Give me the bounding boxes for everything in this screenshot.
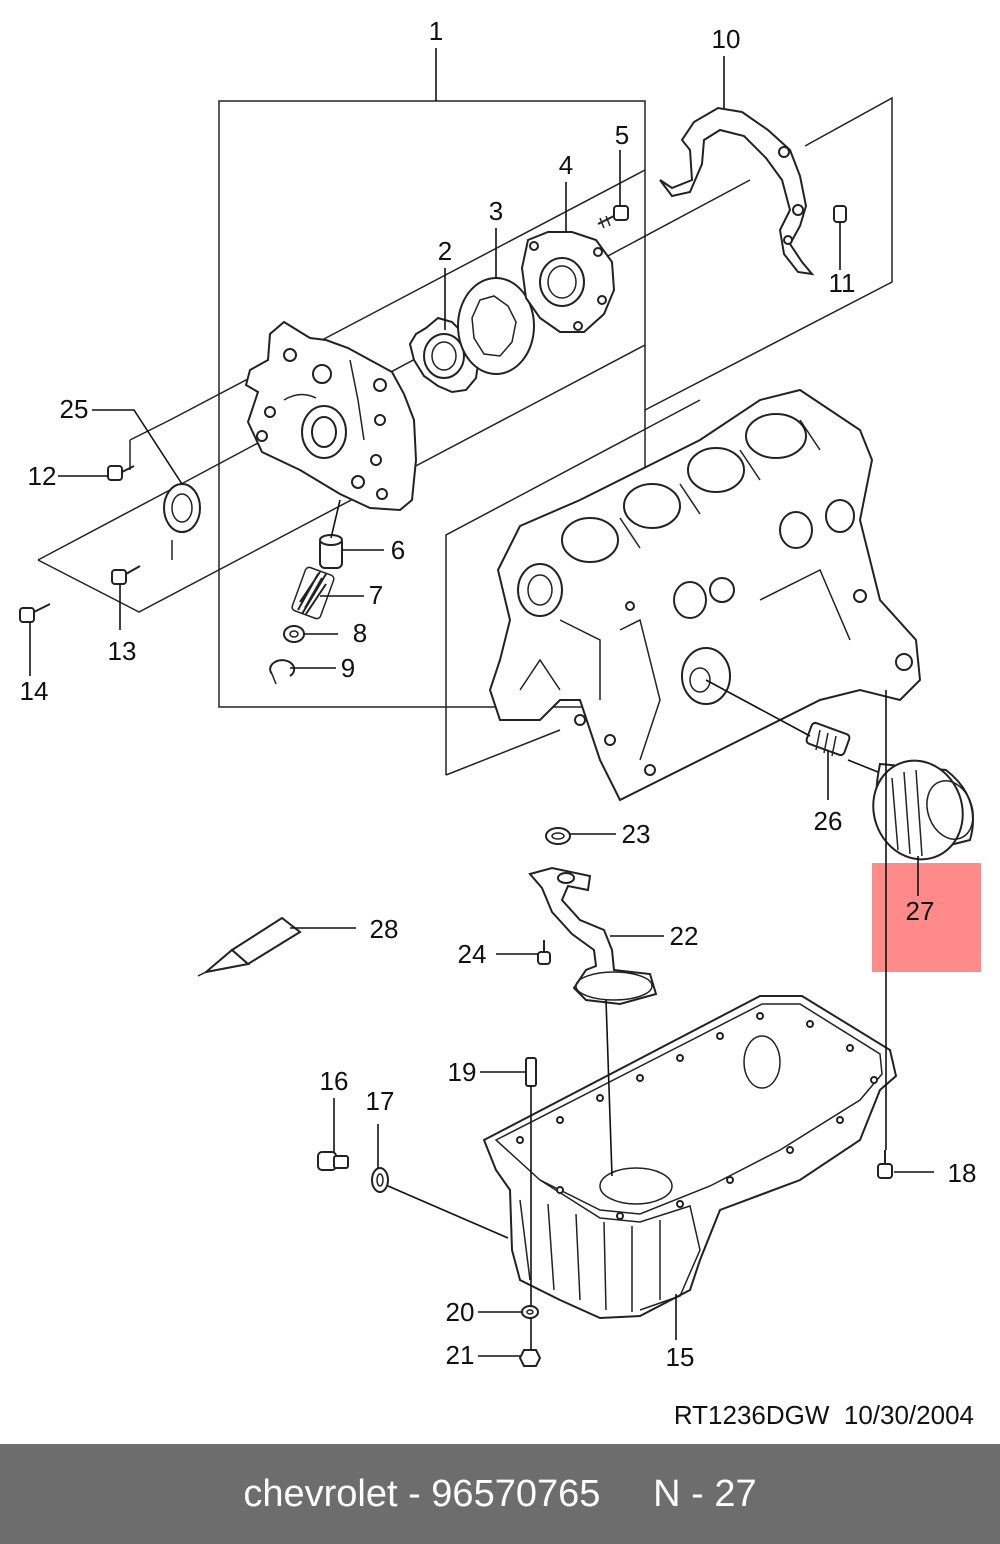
callout-27: 27 — [906, 896, 935, 926]
o-ring — [545, 827, 571, 845]
pump-cover — [520, 231, 616, 333]
crankshaft-seal — [163, 483, 201, 533]
callout-1: 1 — [429, 16, 443, 46]
callout-13: 13 — [108, 636, 137, 666]
callout-2: 2 — [438, 236, 452, 266]
callout-9: 9 — [341, 653, 355, 683]
oil-pump-group — [37, 100, 751, 708]
dowel-pin — [833, 205, 847, 223]
diagram-reference: RT1236DGW 10/30/2004 — [674, 1400, 974, 1430]
callout-14: 14 — [20, 676, 49, 706]
callout-26: 26 — [814, 806, 843, 836]
bolt-14 — [19, 603, 51, 623]
engine-oil-system-diagram: 1 2 3 4 5 6 7 8 9 10 11 12 13 14 15 16 1… — [19, 16, 981, 1430]
callout-5: 5 — [615, 120, 629, 150]
callout-16: 16 — [320, 1066, 349, 1096]
callout-7: 7 — [369, 580, 383, 610]
callout-6: 6 — [391, 535, 405, 565]
oil-strainer — [528, 866, 658, 1006]
oil-filter — [872, 759, 974, 861]
pan-bolt — [877, 1150, 893, 1179]
callout-22: 22 — [670, 921, 699, 951]
callout-18: 18 — [948, 1158, 977, 1188]
callout-11: 11 — [829, 268, 856, 298]
snap-ring — [269, 659, 296, 685]
callout-12: 12 — [28, 461, 57, 491]
oil-pressure-sender — [805, 721, 851, 757]
sealant-tube — [197, 916, 302, 977]
oil-pump-housing — [244, 320, 418, 512]
relief-plunger — [319, 534, 343, 569]
callout-3: 3 — [489, 196, 503, 226]
callout-labels: 1 2 3 4 5 6 7 8 9 10 11 12 13 14 15 16 1… — [20, 16, 977, 1372]
block-frame — [445, 399, 701, 775]
callout-25: 25 — [60, 394, 89, 424]
drain-washer — [371, 1167, 389, 1193]
callout-17: 17 — [366, 1086, 395, 1116]
bolt-13 — [111, 565, 141, 585]
oil-pan — [482, 995, 898, 1320]
footer-bar: chevrolet - 96570765 N - 27 — [0, 1444, 1000, 1544]
bolt-12 — [107, 465, 135, 481]
stud — [525, 1057, 537, 1087]
block-perspective-upper — [644, 96, 893, 411]
callout-23: 23 — [622, 819, 651, 849]
pan-washer — [521, 1305, 539, 1319]
drain-plug — [317, 1151, 349, 1171]
callout-28: 28 — [370, 914, 399, 944]
callout-20: 20 — [446, 1297, 475, 1327]
callout-21: 21 — [446, 1340, 475, 1370]
cylinder-block — [445, 388, 922, 802]
footer-part-info: chevrolet - 96570765 N - 27 — [243, 1472, 757, 1515]
relief-washer — [283, 625, 305, 643]
callout-19: 19 — [448, 1057, 477, 1087]
cover-screw — [597, 205, 629, 229]
callout-8: 8 — [353, 618, 367, 648]
outer-rotor — [457, 277, 535, 375]
group-1-frame — [218, 100, 646, 708]
callout-24: 24 — [458, 939, 487, 969]
callout-4: 4 — [559, 150, 573, 180]
callout-10: 10 — [712, 24, 741, 54]
leader-lines — [29, 48, 934, 1357]
callout-15: 15 — [666, 1342, 695, 1372]
pan-nut — [518, 1349, 542, 1367]
gasket — [659, 106, 815, 276]
strainer-bolt — [537, 940, 551, 965]
highlight-box-27 — [872, 863, 981, 972]
relief-spring — [291, 566, 335, 620]
